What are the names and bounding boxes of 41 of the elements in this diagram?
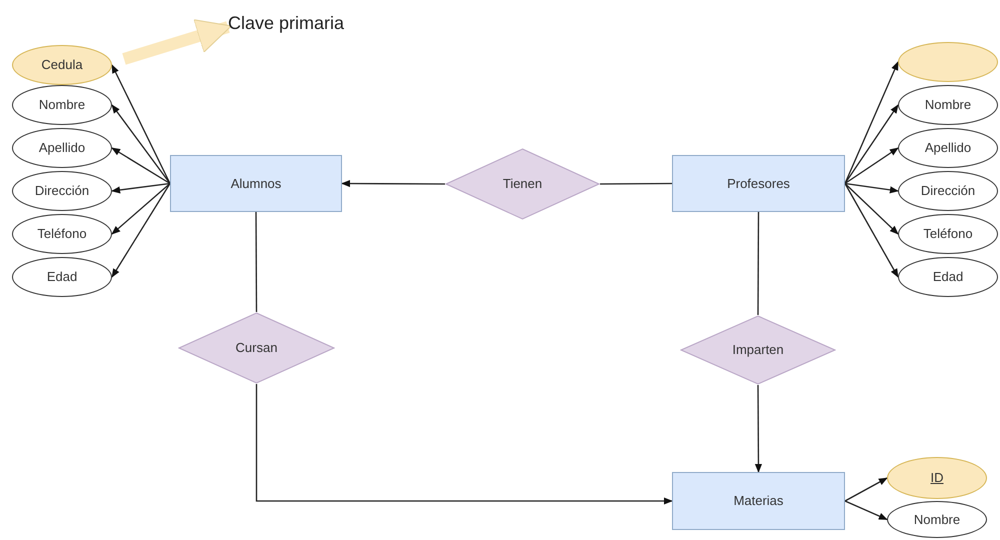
attribute-ellipse: Edad (12, 257, 112, 297)
attribute-ellipse: Nombre (898, 85, 998, 125)
arrow (111, 183, 170, 235)
connector-line (600, 182, 672, 185)
relationship-label: Tienen (502, 175, 542, 194)
arrow (844, 183, 899, 278)
arrow (111, 104, 171, 184)
arrow (844, 183, 899, 235)
arrow (844, 104, 899, 184)
arrow (111, 147, 170, 184)
entity-box: Profesores (672, 155, 845, 212)
arrow (111, 64, 171, 184)
attribute-ellipse: Nombre (887, 501, 987, 538)
arrow (844, 147, 899, 184)
attribute-ellipse: Teléfono (12, 214, 112, 254)
attribute-ellipse: Dirección (12, 171, 112, 211)
note-text: Clave primaria (228, 14, 344, 32)
block-arrow (122, 19, 232, 65)
attribute-ellipse: Dirección (898, 171, 998, 211)
entity-box: Alumnos (170, 155, 342, 212)
arrow (844, 182, 899, 194)
entity-box: Materias (672, 472, 845, 530)
relationship-label: Cursan (236, 339, 278, 358)
arrow (111, 182, 170, 194)
attribute-ellipse: Apellido (898, 128, 998, 168)
key-attribute-ellipse: ID (887, 457, 987, 499)
attribute-ellipse: Edad (898, 257, 998, 297)
arrow (256, 384, 673, 505)
arrow (844, 477, 888, 502)
attribute-ellipse: Teléfono (898, 214, 998, 254)
relationship-label: Imparten (732, 341, 784, 360)
arrow (111, 183, 171, 278)
connector-line (757, 212, 760, 315)
arrow (341, 180, 445, 188)
attribute-ellipse: Apellido (12, 128, 112, 168)
connector-line (255, 212, 258, 312)
arrow (754, 385, 762, 473)
arrow (844, 61, 899, 184)
arrow (844, 500, 888, 520)
attribute-ellipse: Nombre (12, 85, 112, 125)
key-attribute-ellipse: Cedula (12, 45, 112, 85)
